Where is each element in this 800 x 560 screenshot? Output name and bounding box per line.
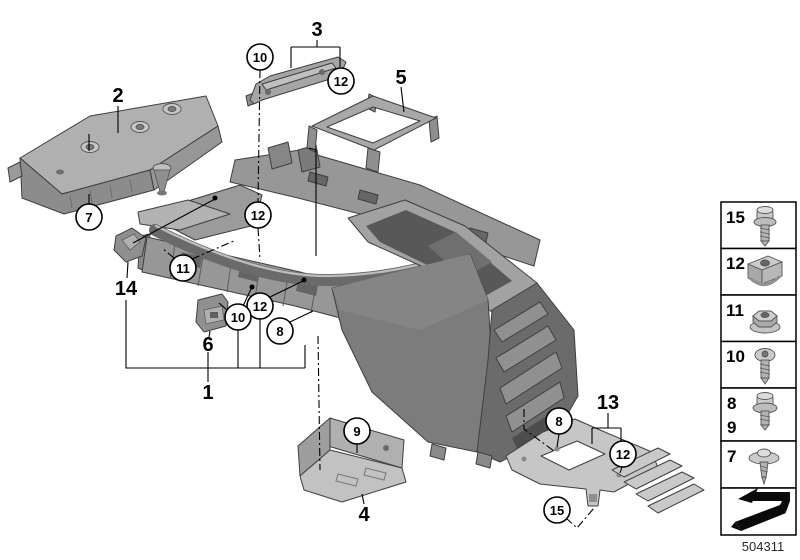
axis-10-top [257, 69, 261, 203]
svg-text:12: 12 [251, 208, 265, 223]
svg-text:11: 11 [726, 301, 744, 320]
legend-box-7[interactable]: 7 [720, 440, 797, 489]
svg-text:11: 11 [176, 261, 190, 276]
callout-12-top[interactable]: 12 [327, 67, 355, 95]
svg-text:12: 12 [334, 74, 348, 89]
svg-text:15: 15 [726, 208, 745, 227]
part-5-frame [306, 93, 440, 173]
label-4[interactable]: 4 [358, 504, 370, 526]
fastener-legend: 15 12 11 [720, 201, 797, 554]
body [311, 95, 437, 151]
svg-text:15: 15 [550, 503, 564, 518]
label-1[interactable]: 1 [202, 382, 213, 404]
console-body [331, 199, 579, 469]
part-14-clip [113, 227, 147, 263]
bracket-13 [591, 413, 622, 444]
leader-14-dot [132, 195, 218, 244]
callout-10-mid[interactable]: 10 [224, 303, 252, 331]
callouts: 7 10 12 12 11 12 10 8 9 8 12 15 [75, 43, 637, 524]
callout-12-right[interactable]: 12 [609, 440, 637, 468]
callout-12-upper-mid[interactable]: 12 [244, 201, 272, 229]
label-2[interactable]: 2 [112, 85, 123, 107]
callout-8-right[interactable]: 8 [545, 407, 573, 435]
callout-12-mid[interactable]: 12 [246, 292, 274, 320]
svg-text:12: 12 [726, 254, 745, 273]
bracket-3 [290, 40, 341, 68]
svg-text:7: 7 [727, 447, 736, 466]
mount-bosses [80, 103, 182, 153]
flat-washer-screw-icon [748, 448, 780, 486]
svg-text:7: 7 [85, 210, 92, 225]
leader-lines [88, 40, 623, 529]
leader-12-mid [269, 277, 307, 298]
label-6[interactable]: 6 [202, 334, 213, 356]
legend-box-12[interactable]: 12 [720, 247, 797, 296]
legend-box-10[interactable]: 10 [720, 340, 797, 389]
axis-8-right [523, 409, 555, 452]
svg-text:8: 8 [555, 414, 562, 429]
sheet-metal-clip-nut-icon [746, 255, 784, 286]
hex-collar-nut-icon [749, 310, 781, 334]
drawing-number: 504311 [742, 539, 784, 554]
label-14[interactable]: 14 [115, 278, 138, 300]
svg-text:10: 10 [231, 310, 245, 325]
svg-text:12: 12 [616, 447, 630, 462]
svg-text:8: 8 [727, 394, 736, 413]
callout-15[interactable]: 15 [543, 496, 571, 524]
label-3[interactable]: 3 [311, 19, 322, 41]
legend-box-11[interactable]: 11 [720, 294, 797, 343]
ribbed-slide [611, 447, 705, 514]
exploded-diagram: 7 10 12 12 11 12 10 8 9 8 12 15 [7, 19, 705, 529]
axis-9 [317, 335, 321, 471]
legend-box-8-9[interactable]: 8 9 [720, 387, 797, 442]
bracket-1 [125, 300, 306, 382]
callout-7[interactable]: 7 [75, 203, 103, 231]
svg-text:9: 9 [727, 418, 736, 437]
label-13[interactable]: 13 [597, 392, 619, 414]
part-number-labels: 2 3 5 14 6 1 4 13 [112, 19, 619, 526]
label-5[interactable]: 5 [395, 67, 406, 89]
carrier-post [267, 141, 293, 170]
legend-box-15[interactable]: 15 [720, 201, 797, 250]
svg-text:8: 8 [276, 324, 283, 339]
leader-5 [400, 86, 405, 113]
svg-text:12: 12 [253, 299, 267, 314]
svg-text:10: 10 [253, 50, 267, 65]
callout-8-mid[interactable]: 8 [266, 317, 294, 345]
svg-text:9: 9 [353, 424, 360, 439]
hex-flange-screw-icon [753, 206, 777, 247]
part-6-bracket [195, 293, 229, 333]
hex-head-screw-washer-icon [752, 392, 778, 431]
leader-10-mid [218, 284, 255, 311]
callout-9[interactable]: 9 [343, 417, 371, 445]
part-3-bracket-bar [245, 56, 347, 107]
continue-arrow-icon [731, 488, 790, 531]
callout-11[interactable]: 11 [169, 254, 197, 282]
rear-slats [493, 301, 565, 433]
part-2-support-carrier [7, 95, 223, 215]
callout-10-top[interactable]: 10 [246, 43, 274, 71]
axis-15 [565, 507, 595, 529]
axis-11 [161, 239, 237, 260]
cup-funnel [152, 163, 172, 196]
legend-box-continue[interactable] [720, 487, 797, 536]
leader-8-mid [289, 310, 314, 323]
svg-text:10: 10 [726, 347, 745, 366]
carrier-trim-blade [137, 199, 231, 231]
torx-oval-head-screw-icon [754, 348, 776, 385]
